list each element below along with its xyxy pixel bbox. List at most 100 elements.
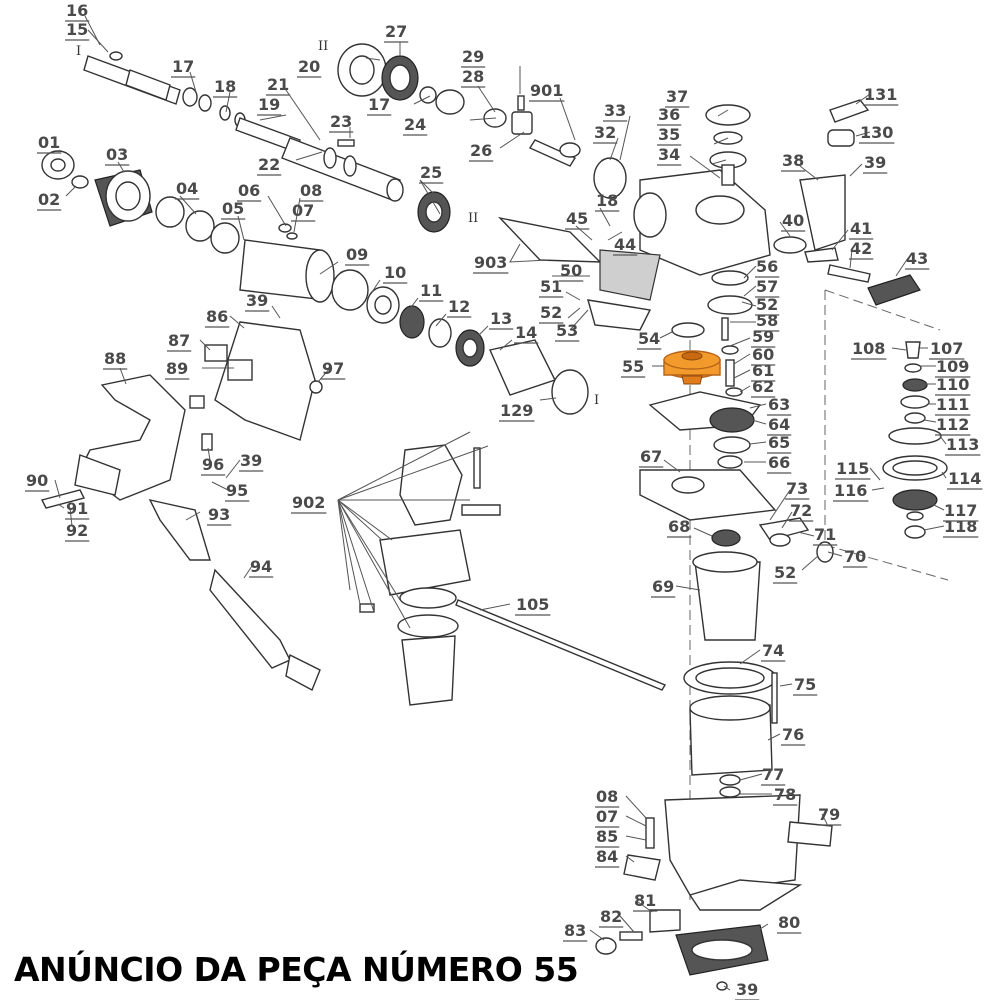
callout-label: 63: [768, 395, 790, 414]
callout-label: 10: [384, 263, 406, 282]
callout-label: 13: [490, 309, 512, 328]
callout-label: 21: [267, 75, 289, 94]
callout-label: 109: [936, 357, 969, 376]
callout-label: 26: [470, 141, 492, 160]
roman-marker: II: [318, 39, 328, 54]
callout-label: 117: [944, 501, 977, 520]
callout-label: 44: [614, 235, 636, 254]
callout-label: 55: [622, 357, 644, 376]
callout-label: 07: [292, 201, 314, 220]
callout-label: 36: [658, 105, 680, 124]
roman-marker: I: [594, 393, 599, 408]
callout-label: 22: [258, 155, 280, 174]
roman-marker: II: [468, 211, 478, 226]
callout-label: 39: [240, 451, 262, 470]
callout-label: 14: [515, 323, 537, 342]
callout-label: 94: [250, 557, 272, 576]
callout-label: 60: [752, 345, 774, 364]
callout-label: 108: [852, 339, 885, 358]
vertical-stack: [639, 270, 834, 563]
callout-label: 89: [166, 359, 188, 378]
callout-label: 91: [66, 499, 88, 518]
rings-row: [331, 191, 589, 415]
callout-label: 38: [782, 151, 804, 170]
callout-label: 06: [238, 181, 260, 200]
callout-label: 82: [600, 907, 622, 926]
callout-label: 86: [206, 307, 228, 326]
callout-label: 08: [300, 181, 322, 200]
callout-label: 07: [596, 807, 618, 826]
callout-label: 34: [658, 145, 680, 164]
callout-label: 67: [640, 447, 662, 466]
shaft-assembly: [235, 117, 404, 202]
callout-label: 66: [768, 453, 790, 472]
callout-label: 73: [786, 479, 808, 498]
callout-label: 28: [462, 67, 484, 86]
callout-label: 39: [864, 153, 886, 172]
callout-label: 29: [462, 47, 484, 66]
callout-label: 96: [202, 455, 224, 474]
gear-housing-left: [41, 150, 335, 303]
callout-label: 03: [106, 145, 128, 164]
callout-label: 107: [930, 339, 963, 358]
callout-label: 20: [298, 57, 320, 76]
callout-label: 76: [782, 725, 804, 744]
callout-label: 77: [762, 765, 784, 784]
right-side-stack: [882, 341, 948, 539]
callout-label: 70: [844, 547, 866, 566]
callout-label: 61: [752, 361, 774, 380]
callout-label: 75: [794, 675, 816, 694]
callout-label: 71: [814, 525, 836, 544]
callout-label: 25: [420, 163, 442, 182]
aux-handle: [359, 444, 667, 706]
callout-label: 110: [936, 375, 969, 394]
callout-labels: 16 15 17 18 19 21 23 22 20 27 17 24 28 2…: [25, 1, 983, 1000]
callout-label: 116: [834, 481, 867, 500]
callout-label: 118: [944, 517, 977, 536]
callout-label: 129: [500, 401, 533, 420]
callout-label: 54: [638, 329, 660, 348]
callout-label: 88: [104, 349, 126, 368]
callout-label: 80: [778, 913, 800, 932]
callout-label: 85: [596, 827, 618, 846]
callout-label: 903: [474, 253, 507, 272]
highlighted-part-55: [663, 350, 721, 385]
callout-label: 37: [666, 87, 688, 106]
callout-label: 113: [946, 435, 979, 454]
callout-label: 52: [774, 563, 796, 582]
callout-label: 17: [368, 95, 390, 114]
callout-label: 52: [756, 295, 778, 314]
callout-label: 12: [448, 297, 470, 316]
callout-label: 40: [782, 211, 804, 230]
callout-label: 50: [560, 261, 582, 280]
callout-label: 90: [26, 471, 48, 490]
callout-label: 18: [596, 191, 618, 210]
callout-label: 09: [346, 245, 368, 264]
clutch-parts: [337, 43, 581, 167]
callout-label: 43: [906, 249, 928, 268]
callout-label: 57: [756, 277, 778, 296]
callout-label: 32: [594, 123, 616, 142]
callout-label: 19: [258, 95, 280, 114]
callout-label: 53: [556, 321, 578, 340]
callout-label: 24: [404, 115, 426, 134]
roman-marker: I: [76, 44, 81, 59]
callout-label: 41: [850, 219, 872, 238]
callout-label: 130: [860, 123, 893, 142]
callout-label: 95: [226, 481, 248, 500]
callout-label: 93: [208, 505, 230, 524]
callout-label: 83: [564, 921, 586, 940]
callout-label: 79: [818, 805, 840, 824]
callout-label: 27: [385, 22, 407, 41]
callout-label: 84: [596, 847, 618, 866]
roman-markers: I II II I: [76, 39, 599, 408]
callout-label: 901: [530, 81, 563, 100]
callout-label: 39: [246, 291, 268, 310]
callout-label: 131: [864, 85, 897, 104]
callout-label: 68: [668, 517, 690, 536]
callout-label: 11: [420, 281, 442, 300]
gear-housing: [497, 99, 921, 331]
callout-label: 58: [756, 311, 778, 330]
callout-label: 18: [214, 77, 236, 96]
callout-label: 97: [322, 359, 344, 378]
